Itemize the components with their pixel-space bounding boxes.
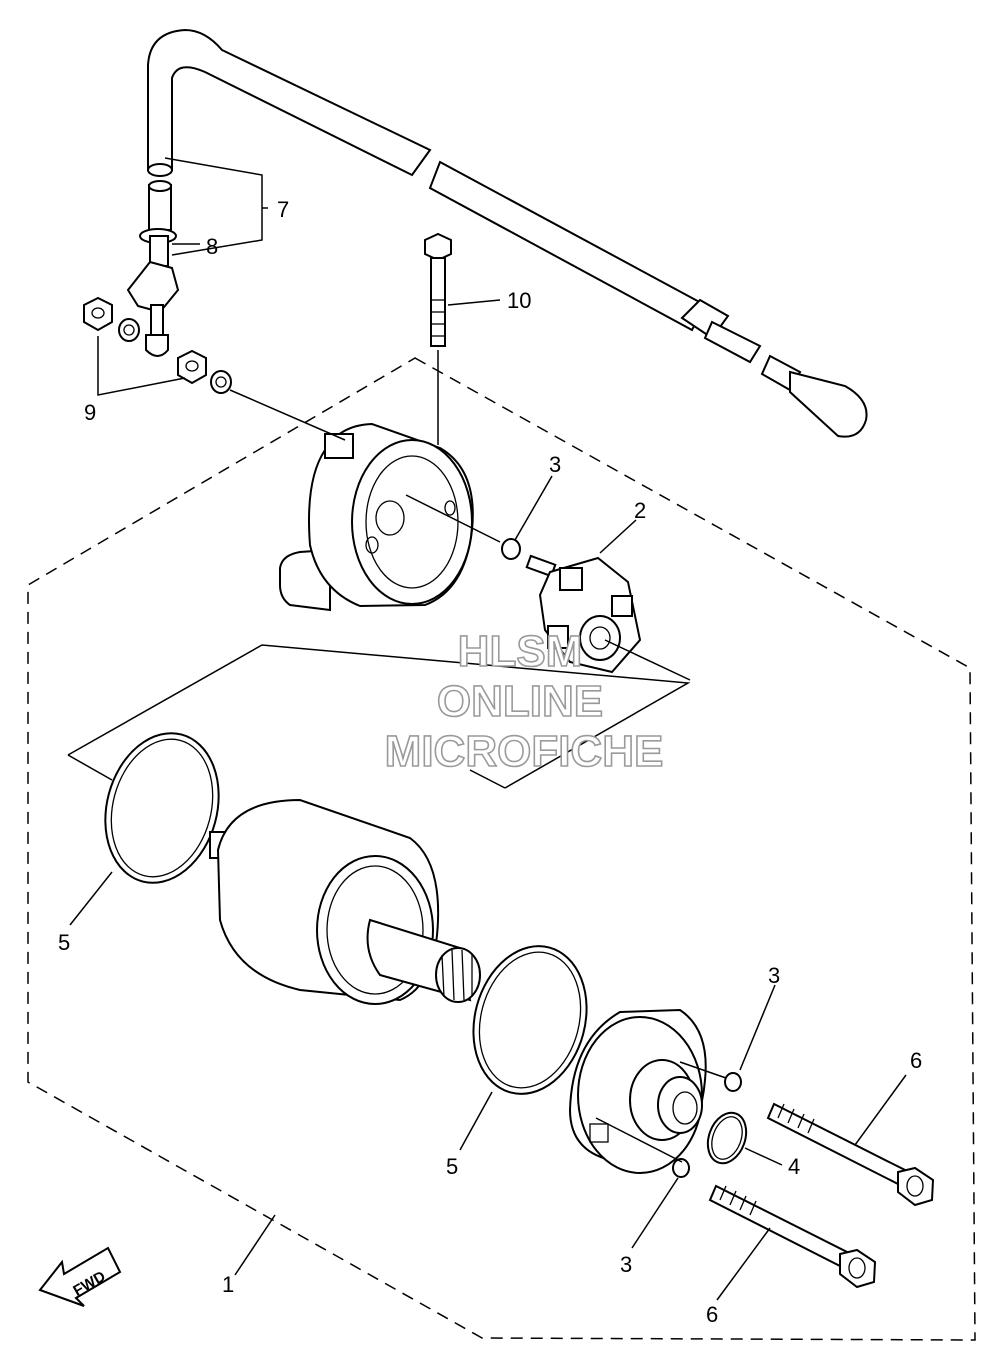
o-ring-top: [501, 538, 521, 560]
front-cover: [568, 1008, 707, 1174]
armature-sub-boundary: [67, 644, 691, 789]
motor-yoke: [209, 798, 481, 1005]
o-ring-right: [724, 1072, 742, 1092]
assembly-boundary: [27, 357, 976, 1341]
callout-4: 4: [788, 1154, 800, 1179]
callout-5-right: 5: [446, 1154, 458, 1179]
starter-cable: [147, 28, 868, 438]
large-o-ring-right: [472, 945, 588, 1095]
long-bolt-upper: [766, 1102, 935, 1207]
brush-holder: [525, 554, 642, 674]
watermark-line-3: MICROFICHE: [385, 727, 664, 776]
o-ring-lower: [672, 1158, 690, 1178]
callout-3-top: 3: [549, 452, 561, 477]
watermark-line-2: ONLINE: [437, 677, 603, 726]
long-bolt-lower: [708, 1184, 877, 1289]
o-ring-4: [706, 1111, 748, 1165]
callout-3-right: 3: [768, 963, 780, 988]
leader-lines: [69, 157, 907, 1301]
large-o-ring-left: [104, 732, 220, 884]
callout-8: 8: [206, 234, 218, 259]
cable-terminal: [126, 228, 180, 357]
callout-3-bottom: 3: [620, 1252, 632, 1277]
callout-6-upper: 6: [910, 1048, 922, 1073]
watermark-line-1: HLSM: [458, 627, 583, 676]
nuts-and-washers: [83, 296, 232, 394]
bolt-10: [424, 232, 452, 347]
callout-2: 2: [634, 498, 646, 523]
callout-9: 9: [84, 400, 96, 425]
callout-7: 7: [277, 197, 289, 222]
rear-cover: [279, 422, 474, 612]
callout-5-left: 5: [58, 930, 70, 955]
callout-10: 10: [507, 288, 531, 313]
fwd-arrow-icon: FWD: [38, 1246, 122, 1307]
callout-6-lower: 6: [706, 1302, 718, 1327]
callout-1: 1: [222, 1272, 234, 1297]
assembly-lines: [229, 350, 727, 1163]
watermark: HLSM ONLINE MICROFICHE: [384, 626, 664, 777]
